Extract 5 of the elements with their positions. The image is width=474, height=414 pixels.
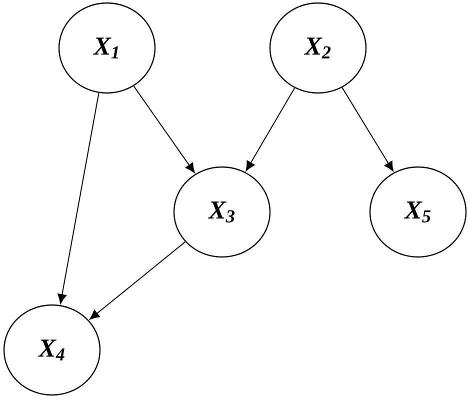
arrow — [58, 92, 100, 304]
arrow — [133, 86, 195, 173]
arrow — [246, 87, 296, 172]
arrow — [342, 87, 394, 172]
arrow — [90, 241, 186, 320]
